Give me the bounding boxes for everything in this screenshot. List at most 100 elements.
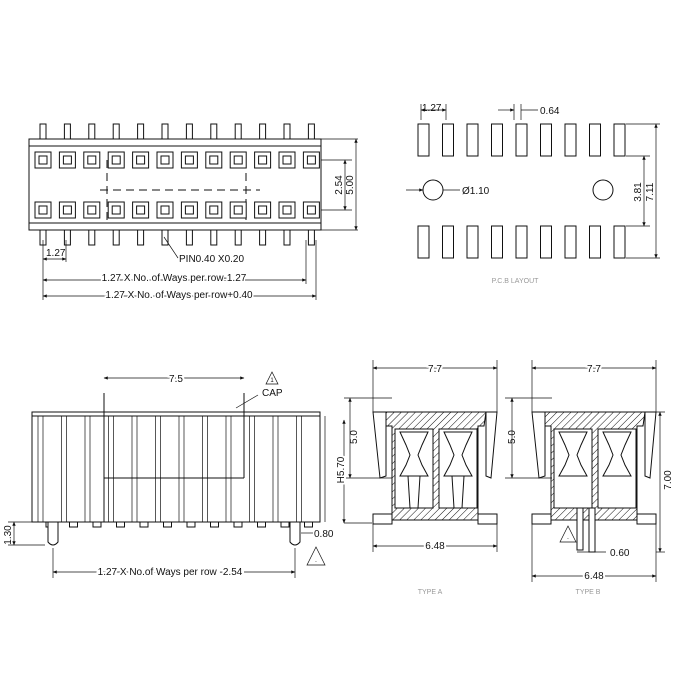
top-contact-inner — [282, 205, 292, 215]
svg-text:1: 1 — [270, 378, 274, 384]
top-contact-inner — [136, 155, 146, 165]
top-contact-inner — [233, 205, 243, 215]
top-pin — [112, 229, 120, 246]
sec-a-height: 5.0 — [349, 430, 360, 444]
pcb-pad — [564, 225, 577, 259]
pcb-dim-pad-width: 0.64 — [540, 106, 560, 117]
top-pin — [137, 123, 145, 140]
top-contact-inner — [111, 155, 121, 165]
top-contact-inner — [160, 205, 170, 215]
pcb-pad — [613, 225, 626, 259]
side-cap-label: CAP — [262, 388, 283, 399]
top-pin — [259, 123, 267, 140]
side-view-pin-tips — [45, 521, 313, 528]
pcb-dim-overall: 7.11 — [645, 182, 656, 201]
top-pin-spec: PIN0.40 X0.20 — [179, 254, 244, 265]
pcb-pad — [442, 225, 454, 259]
top-view-contacts-upper — [34, 151, 320, 169]
top-contact-inner — [306, 155, 316, 165]
top-contact-inner — [111, 205, 121, 215]
top-view-pins-upper — [39, 123, 315, 140]
top-pin — [88, 123, 96, 140]
top-pin — [185, 229, 193, 246]
top-pin — [88, 229, 96, 246]
top-contact-inner — [87, 155, 97, 165]
sec-b-width-bottom: 6.48 — [584, 571, 604, 582]
top-view: 2.54 5.00 1.27 PIN0.40 X0.20 1.27 X No. … — [28, 123, 358, 303]
top-dim-pitch: 1.27 — [46, 248, 66, 259]
top-pin — [63, 229, 71, 246]
top-pin — [112, 123, 120, 140]
top-pin — [307, 123, 315, 140]
note-triangle-icon — [265, 371, 279, 385]
svg-text:.: . — [567, 534, 569, 541]
pcb-pad — [564, 123, 577, 157]
pcb-caption: P.C.B LAYOUT — [492, 278, 540, 285]
top-pin — [39, 123, 47, 140]
side-dim-post: 0.80 — [314, 529, 334, 540]
top-pin — [161, 229, 169, 246]
pcb-pad — [417, 123, 430, 157]
top-pin — [161, 123, 169, 140]
svg-text:.: . — [315, 557, 317, 564]
side-pin-tip — [163, 521, 172, 528]
top-contact-inner — [209, 155, 219, 165]
top-dim-height: 5.00 — [345, 175, 356, 195]
side-pin-tip — [92, 521, 102, 528]
pcb-pad — [491, 123, 503, 157]
side-pin-tip — [186, 521, 196, 528]
side-pin-tip — [139, 521, 149, 528]
top-contact-inner — [62, 155, 72, 165]
top-pin — [307, 229, 315, 246]
top-contact-inner — [136, 205, 146, 215]
sec-b-height: 5.0 — [507, 430, 518, 444]
top-pin — [185, 123, 193, 140]
sec-a-total: H5.70 — [336, 456, 347, 483]
top-view-pins-lower — [39, 229, 315, 246]
top-contact-inner — [282, 155, 292, 165]
top-contact-inner — [62, 205, 72, 215]
sec-b-total: 7.00 — [663, 470, 674, 490]
side-len-formula: 1.27 X No.of Ways per row -2.54 — [98, 567, 243, 578]
side-dim-cap: 7.5 — [169, 374, 183, 385]
top-pin — [63, 123, 71, 140]
pcb-pad — [491, 225, 503, 259]
section-type-b: 7.7 5.0 7.00 . 0.60 6.48 TYPE B — [505, 360, 674, 596]
side-view: 7.5 1 CAP 1.30 0.80 . 1.27 X No.of Ways … — [3, 371, 334, 580]
pcb-pad — [466, 225, 479, 259]
top-contact-inner — [87, 205, 97, 215]
top-contact-inner — [209, 205, 219, 215]
top-contact-inner — [160, 155, 170, 165]
top-contact-inner — [184, 155, 194, 165]
note-triangle-icon — [559, 525, 577, 543]
pcb-pad — [515, 225, 528, 259]
sec-b-dim-pin: 0.60 — [610, 548, 630, 559]
pcb-pad — [613, 123, 626, 157]
top-pin — [210, 229, 218, 246]
sec-a-caption: TYPE A — [418, 589, 443, 596]
note-triangle-icon — [306, 546, 326, 566]
side-pin-tip — [304, 521, 313, 528]
top-len-formula-1: 1.27 X No. of Ways per row-1.27 — [102, 273, 247, 284]
pcb-pad — [442, 123, 454, 157]
pcb-pad — [540, 123, 552, 157]
section-type-a: 7.7 5.0 H5.70 6.48 TYPE A — [334, 360, 498, 596]
pcb-hole-right — [592, 179, 614, 201]
pcb-dim-pitch: 1.27 — [422, 103, 442, 114]
top-contact-inner — [184, 205, 194, 215]
pcb-pad — [589, 123, 601, 157]
sec-b-caption: TYPE B — [576, 589, 601, 596]
top-pin — [259, 229, 267, 246]
top-contact-inner — [258, 155, 268, 165]
top-contact-inner — [306, 205, 316, 215]
top-pin — [283, 123, 291, 140]
side-dim-pin: 1.30 — [3, 525, 14, 545]
pcb-hole-left — [422, 179, 444, 201]
sec-a-width-top: 7.7 — [428, 364, 442, 375]
top-pin — [210, 123, 218, 140]
top-pin — [234, 229, 242, 246]
top-pin — [234, 123, 242, 140]
side-pin-tip — [257, 521, 266, 528]
pcb-pad — [417, 225, 430, 259]
